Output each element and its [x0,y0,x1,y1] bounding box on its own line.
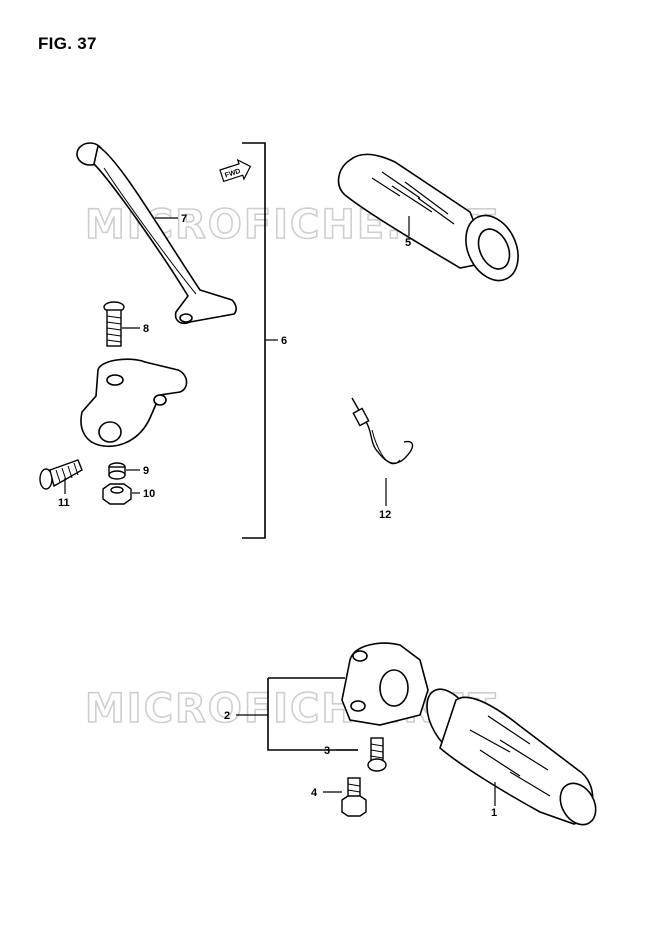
callout-10: 10 [143,488,155,500]
fwd-arrow-icon: FWD [219,158,252,183]
callout-11: 11 [58,497,70,509]
callout-4: 4 [311,787,318,799]
lever-perch-drawing [80,358,188,448]
callout-7: 7 [181,213,187,225]
pivot-bolt-drawing [103,301,125,347]
figure-title: FIG. 37 [38,34,97,53]
right-grip-drawing [426,688,597,826]
left-grip-drawing [337,153,519,282]
clutch-lever-drawing [76,142,237,325]
adjuster-bolt-drawing [39,459,83,490]
nut-drawing [102,483,132,505]
housing-bolt-drawing [341,777,367,817]
callout-12: 12 [379,509,391,521]
callout-6: 6 [281,335,287,347]
washer-drawing [108,462,126,480]
switch-wire-drawing [351,397,414,465]
callout-3: 3 [324,745,330,757]
callout-1: 1 [491,807,497,819]
throttle-housing-drawing [341,642,429,726]
callout-8: 8 [143,323,149,335]
callout-5: 5 [405,237,411,249]
callout-9: 9 [143,465,149,477]
bracket-2 [267,677,358,751]
housing-screw-drawing [367,737,387,772]
callout-2: 2 [224,710,230,722]
fwd-label: FWD [224,168,241,180]
